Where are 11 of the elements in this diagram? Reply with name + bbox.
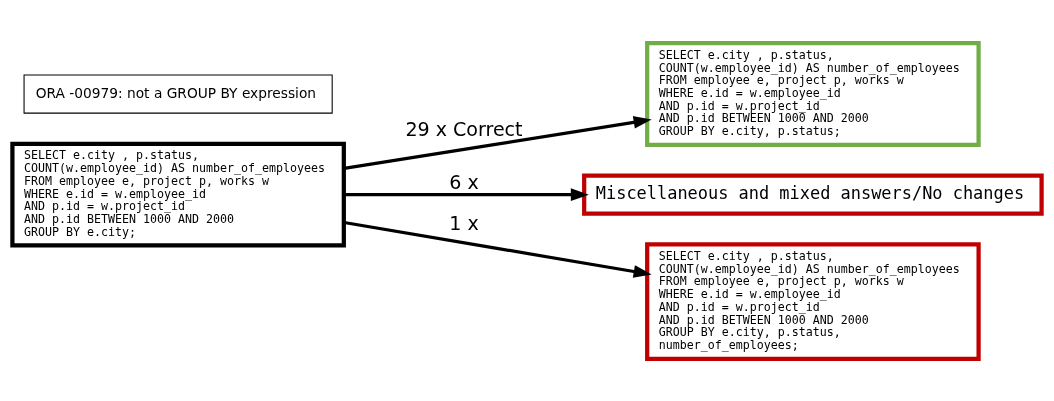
edge-label: 1 x — [449, 211, 479, 234]
arrow — [343, 220, 652, 278]
edge-label: 29 x Correct — [405, 117, 523, 140]
node-box: Miscellaneous and mixed answers/No changes — [582, 172, 1044, 216]
node-box: SELECT e.city , p.status, COUNT(w.employee_id) AS number_of_employees FROM employee e, project p, works w WHERE e.id = w.employee_id AND p.id = w.project_id AND p.id BETWEEN 1000 AND 2000 GROUP BY e.city, p.status; — [645, 40, 981, 147]
node-box: SELECT e.city , p.status, COUNT(w.employee_id) AS number_of_employees FROM employee e, project p, works w WHERE e.id = w.employee_id AND p.id = w.project_id AND p.id BETWEEN 1000 AND 2000 GROUP BY e.city, p.status, number_of_employees; — [645, 241, 981, 361]
arrow — [344, 187, 589, 201]
arrow — [343, 115, 652, 170]
edge-label: 6 x — [449, 170, 479, 193]
node-box: ORA -00979: not a GROUP BY expression — [23, 73, 333, 114]
node-box: SELECT e.city , p.status, COUNT(w.employee_id) AS number_of_employees FROM employee e, project p, works w WHERE e.id = w.employee_id AND p.id = w.project_id AND p.id BETWEEN 1000 AND 2000 GROUP BY e.city; — [10, 141, 346, 248]
